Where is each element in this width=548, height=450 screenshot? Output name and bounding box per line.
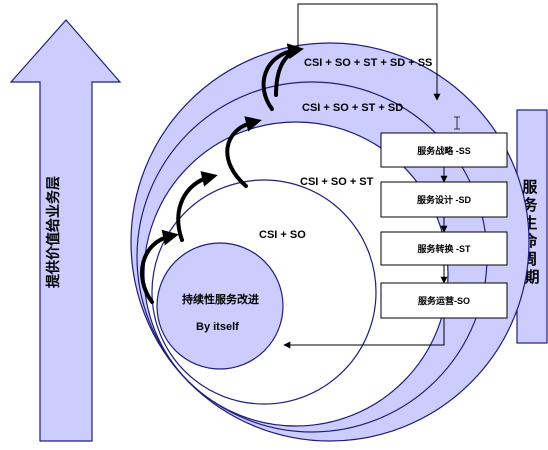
spiral-arrow-2 (176, 171, 218, 242)
label-csi-so: CSI + SO (259, 229, 306, 241)
circle-csi (156, 242, 284, 370)
stage-label-ss: 服务战略 -SS (417, 145, 471, 156)
spiral-arrow-5 (274, 50, 296, 97)
lifecycle-char-6: 期 (524, 268, 539, 286)
stage-label-so: 服务运营-SO (418, 295, 470, 306)
stage-boxes: 服务战略 -SS 服务设计 -SD 服务转换 -ST 服务运营-SO (380, 132, 508, 319)
value-up-arrow (9, 19, 122, 442)
stage-box-st (380, 231, 508, 266)
stage-label-st: 服务转换 -ST (418, 243, 472, 254)
top-loop-line (297, 3, 441, 101)
label-csi: 持续性服务改进 (182, 292, 259, 306)
label-csi-so-st-sd: CSI + SO + ST + SD (302, 102, 403, 114)
label-csi-so-st: CSI + SO + ST (300, 176, 374, 188)
progression-arrows (140, 43, 304, 304)
spiral-arrow-4 (261, 43, 304, 111)
return-line (283, 318, 445, 349)
label-by-itself: By itself (196, 321, 239, 333)
text-cursor-icon (454, 116, 460, 130)
spiral-arrow-1 (140, 229, 179, 304)
lifecycle-label: 服 务 生 命 周 期 (521, 179, 541, 286)
value-arrow-label: 提供价值给业务层 (45, 176, 61, 288)
stage-box-so (380, 282, 508, 319)
lifecycle-char-1: 服 (522, 179, 538, 196)
stage-label-sd: 服务设计 -SD (417, 194, 472, 205)
stage-box-ss (380, 132, 508, 168)
flow-connectors (283, 3, 448, 349)
spiral-arrow-3 (225, 116, 262, 188)
label-csi-so-st-sd-ss: CSI + SO + ST + SD + SS (304, 57, 432, 69)
stage-box-sd (380, 181, 508, 218)
